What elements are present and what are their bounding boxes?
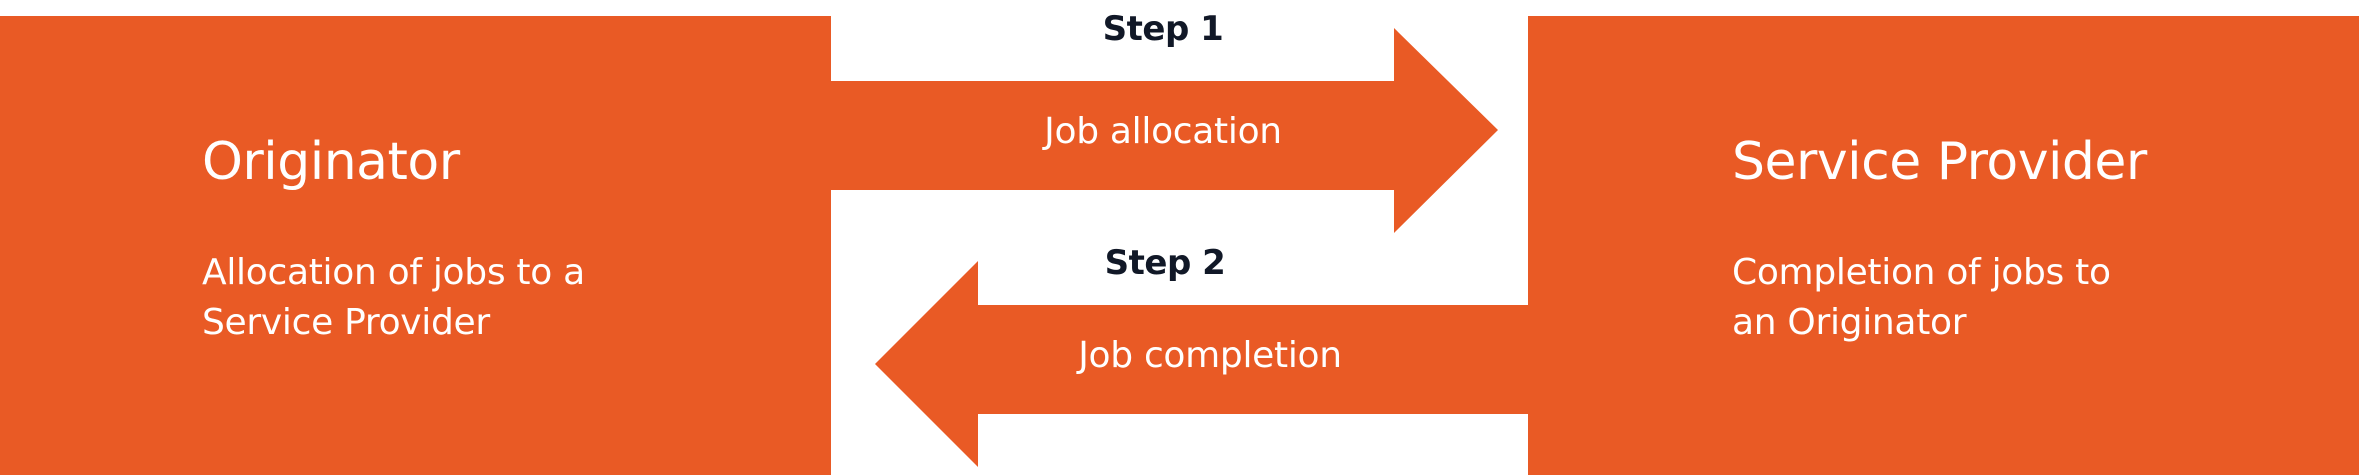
- originator-description-line: Service Provider: [202, 302, 490, 343]
- job-completion-label: Job completion: [1078, 335, 1342, 376]
- originator-title: Originator: [202, 132, 460, 192]
- originator-box: Originator Allocation of jobs to a Servi…: [0, 16, 831, 475]
- service-provider-title: Service Provider: [1732, 132, 2147, 192]
- service-provider-box: Service Provider Completion of jobs to a…: [1528, 16, 2359, 475]
- step-2-label: Step 2: [1104, 243, 1226, 283]
- originator-description-line: Allocation of jobs to a: [202, 252, 585, 293]
- originator-description: Allocation of jobs to a Service Provider: [202, 248, 585, 348]
- service-provider-description-line: Completion of jobs to: [1732, 252, 2111, 293]
- service-provider-description-line: an Originator: [1732, 302, 1967, 343]
- service-provider-description: Completion of jobs to an Originator: [1732, 248, 2111, 348]
- step-1-label: Step 1: [1102, 9, 1224, 49]
- job-allocation-label: Job allocation: [1044, 111, 1282, 152]
